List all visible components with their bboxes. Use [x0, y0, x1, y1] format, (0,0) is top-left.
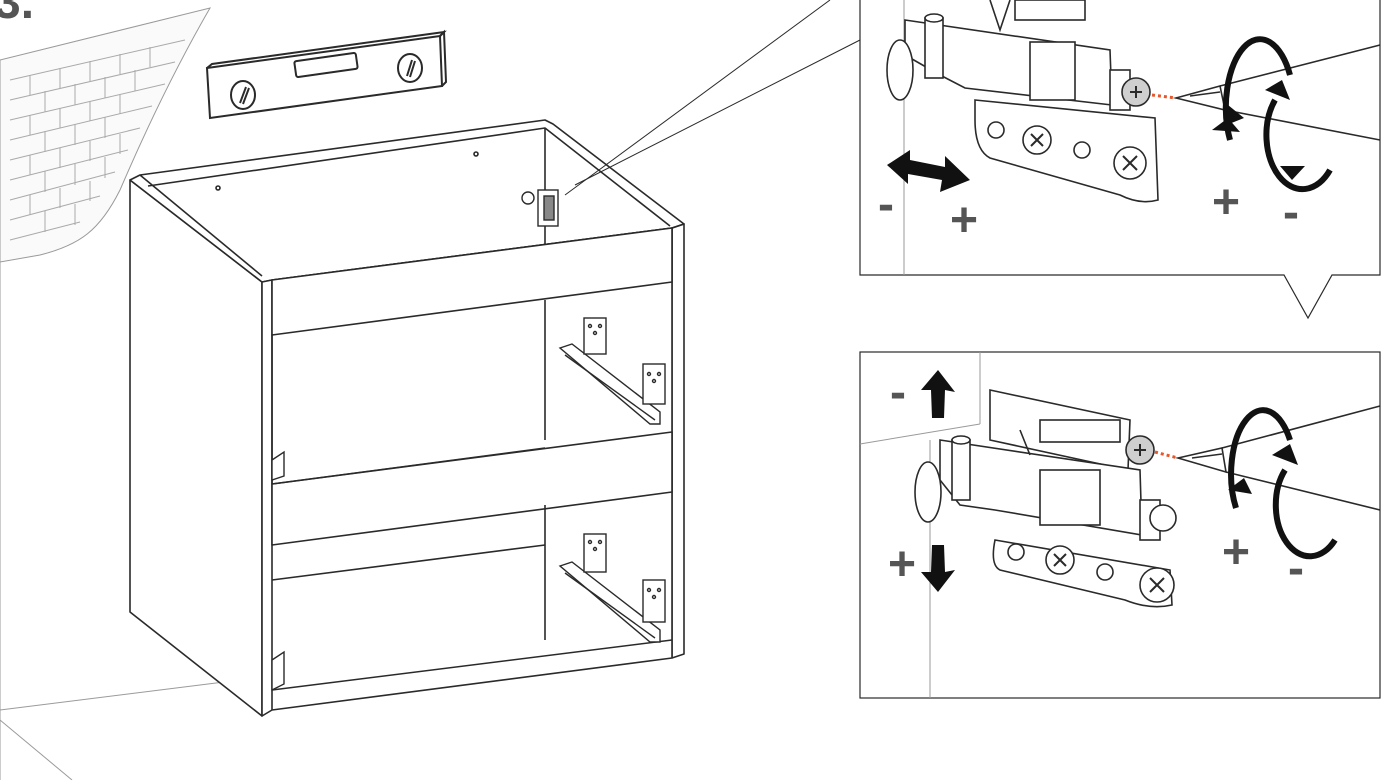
vertical-arrow-down-icon [921, 545, 955, 592]
rotation-arrow-icon [1212, 36, 1333, 193]
step-number: 3. [0, 0, 34, 29]
rotate-plus-label: + [1212, 176, 1240, 229]
rotate-minus-label: - [1283, 186, 1299, 239]
hinge-icon-bottom [914, 389, 1177, 608]
screw-alignment-dots [1151, 93, 1177, 100]
wall-brick-icon [0, 7, 241, 780]
screwdriver-icon-bottom [1174, 405, 1381, 511]
vertical-arrow-up-icon [921, 370, 955, 418]
cabinet [129, 119, 685, 717]
rotation-arrow-icon-bottom [1228, 407, 1338, 560]
svg-text:3.: 3. [0, 0, 34, 29]
rotate-plus-label-bottom: + [1222, 526, 1250, 579]
callout-leader-lines [564, 0, 861, 196]
double-arrow-icon [887, 150, 970, 192]
detail-panel-top: - + + - [859, 0, 1381, 320]
depth-plus-label: + [950, 194, 978, 247]
height-minus-label: - [890, 366, 906, 419]
spirit-level-icon [205, 29, 448, 120]
height-plus-label: + [888, 538, 916, 591]
hinge-icon [886, 0, 1159, 203]
drawer-runner-upper [271, 317, 666, 481]
detail-panel-bottom: - + + - [859, 351, 1381, 699]
screwdriver-icon [1172, 44, 1381, 141]
hanger-bracket [521, 189, 559, 227]
rotate-minus-label-bottom: - [1288, 542, 1304, 595]
drawer-runner-lower [271, 533, 666, 692]
depth-minus-label: - [878, 178, 894, 231]
screw-alignment-dots-bottom [1154, 450, 1179, 460]
